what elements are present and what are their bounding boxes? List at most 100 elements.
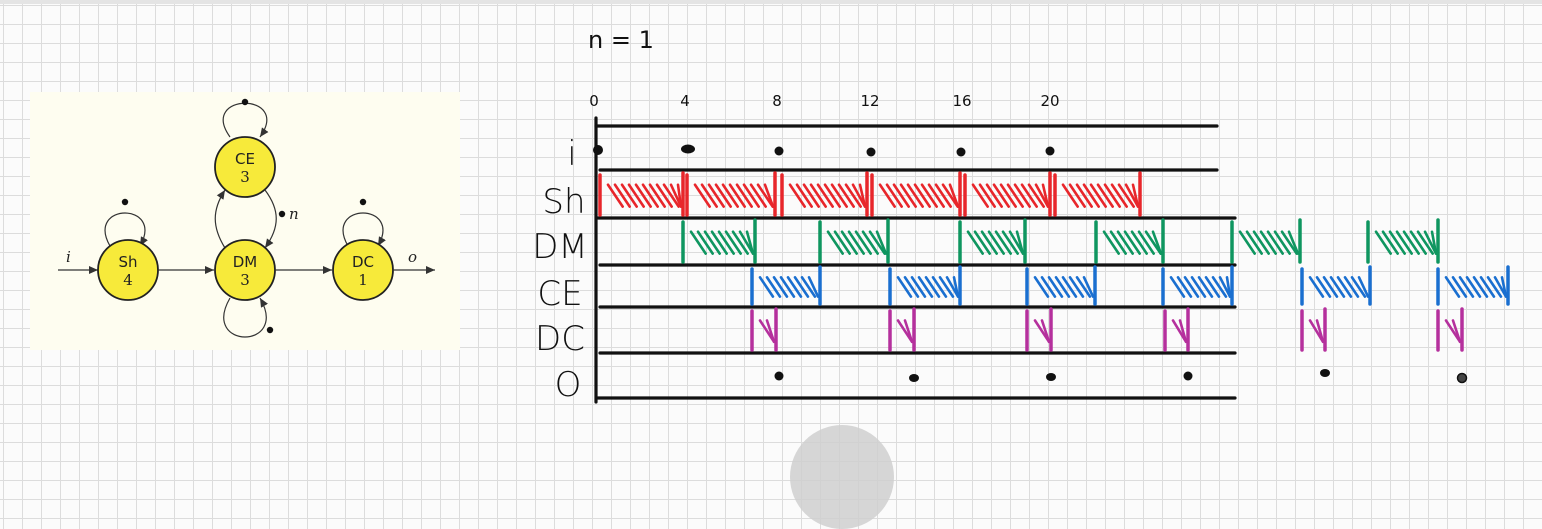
hatch-stroke [758,276,775,298]
hatch-stroke [648,183,666,208]
hatch-stroke [793,276,810,298]
sh-self-loop [104,212,148,247]
hatch-stroke [620,183,638,208]
hatch-stroke [765,319,776,344]
hatch-stroke [700,183,718,208]
input-event-dot [681,144,695,154]
output-event-dot [1046,373,1056,381]
hatch-stroke [1388,230,1407,255]
hatch-stroke [714,183,732,208]
hatch-stroke [763,183,775,208]
hatch-stroke [1444,276,1461,298]
hatch-stroke [906,183,925,208]
hatch-stroke [833,230,852,255]
ce-self-loop [222,102,269,138]
hatch-stroke [765,276,782,298]
hatch-stroke [1458,276,1475,298]
hatch-stroke [1144,230,1163,255]
hatch-stroke [1190,276,1207,298]
hatch-stroke [903,319,914,344]
hatch-stroke [1500,276,1508,298]
hatch-stroke [868,230,887,255]
hatch-stroke [1245,230,1264,255]
video-play-button[interactable] [790,425,894,529]
hatch-stroke [917,276,934,298]
occupancy-ce [888,265,962,306]
hatch-stroke [826,230,845,255]
hatch-stroke [948,183,960,208]
hatch-stroke [788,183,807,208]
state-dc-count: 1 [358,271,368,289]
occupancy-ce [1025,265,1097,306]
ce-loop-token [241,98,249,106]
hatch-stroke [802,183,821,208]
input-event-dot [1045,146,1055,156]
sh-loop-token [121,198,129,206]
occupancy-ce [750,265,822,306]
hatch-stroke [641,183,659,208]
occupancy-ce [1161,265,1234,306]
hatch-stroke [655,183,673,208]
hatch-stroke [1123,230,1142,255]
hatch-stroke [1430,230,1438,255]
occupancy-dm [1366,218,1440,264]
hatch-stroke [742,183,760,208]
hatch-stroke [1102,230,1121,255]
hatch-stroke [938,276,955,298]
hatch-stroke [1451,319,1462,344]
state-ce-count: 3 [240,168,250,186]
hatch-stroke [1040,276,1057,298]
output-event-dot [1183,371,1193,381]
hatch-stroke [1402,230,1421,255]
hatch-stroke [1068,276,1085,298]
hatch-stroke [772,276,789,298]
state-dc: DC 1 [332,239,394,301]
state-sh-count: 4 [123,271,133,289]
row-label-o: O [555,365,582,405]
hatch-stroke [809,183,828,208]
hatch-stroke [696,230,714,255]
hatch-stroke [1259,230,1278,255]
occupancy-ce [1436,265,1510,306]
hatch-stroke [1103,183,1122,208]
occupancy-dc [750,307,778,352]
feedback-token [278,210,286,218]
occupancy-sh [1053,171,1142,217]
timeline-title: n = 1 [588,26,654,54]
hatch-stroke [786,276,803,298]
row-label-dm: DM [532,227,588,267]
hatch-stroke [707,183,725,208]
state-dm-name: DM [233,253,258,271]
hatch-stroke [1329,276,1346,298]
hatch-stroke [1082,276,1095,298]
hatch-stroke [1238,230,1257,255]
occupancy-sh [598,171,685,217]
tick-12: 12 [860,92,879,110]
tick-8: 8 [772,92,782,110]
hatch-stroke [1409,230,1428,255]
row-labels: i Sh DM CE DC O [532,134,588,405]
dm-self-loop [223,297,268,338]
occupancy-dc [888,307,916,352]
input-event-dot [774,146,784,156]
hatch-stroke [1178,319,1188,344]
hatch-stroke [1001,230,1020,255]
hatch-stroke [1151,230,1163,255]
hatch-stroke [1169,276,1186,298]
row-label-ce: CE [537,274,582,314]
hatch-stroke [1374,230,1393,255]
hatch-stroke [1047,276,1064,298]
edge-dm-ce [214,189,226,249]
hatch-stroke [875,230,888,255]
tick-16: 16 [952,92,971,110]
hatch-stroke [931,276,948,298]
hatch-stroke [858,183,867,208]
hatch-stroke [941,183,960,208]
occupancy-ce [1300,265,1372,306]
hatch-stroke [1381,230,1400,255]
hatch-stroke [899,183,918,208]
hatch-stroke [724,230,742,255]
hatch-stroke [1033,276,1050,298]
hatch-stroke [1336,276,1353,298]
hatch-stroke [1266,230,1285,255]
